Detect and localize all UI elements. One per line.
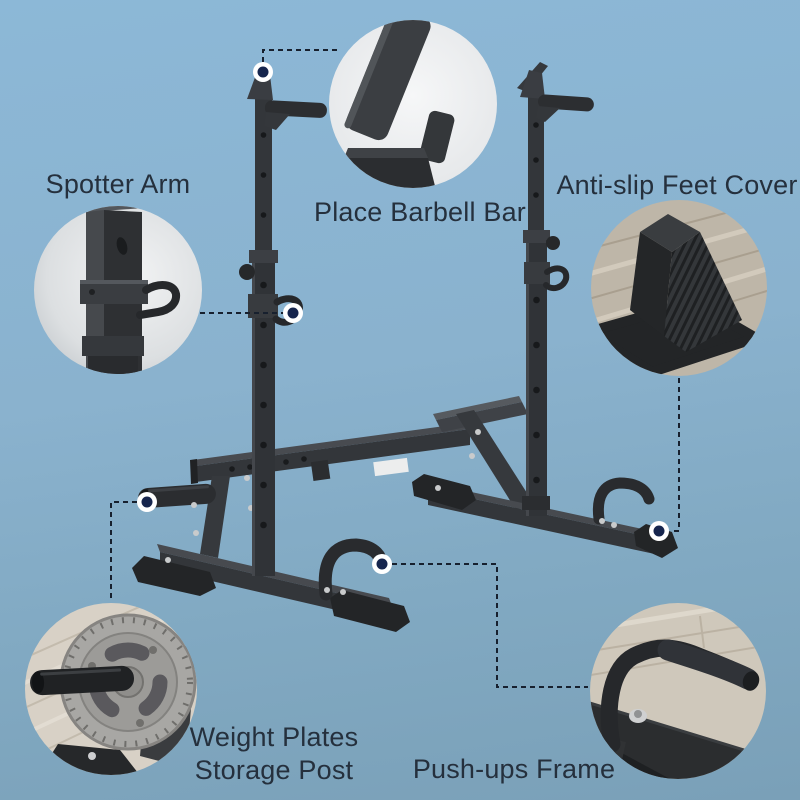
left-upright xyxy=(239,72,327,576)
callout-line-push-ups-frame xyxy=(383,563,588,688)
detail-circle-place-barbell-bar xyxy=(329,20,497,188)
callout-connectors xyxy=(110,49,680,688)
callout-dot-anti-slip-feet-cover xyxy=(649,521,669,541)
label-text: Push-ups Frame xyxy=(412,754,616,784)
right-spotter-hook xyxy=(543,265,570,292)
callout-dot-place-barbell-bar xyxy=(253,62,273,82)
callout-dot-push-ups-frame xyxy=(372,554,392,574)
detail-circle-weight-plates-storage-post xyxy=(25,603,197,775)
callout-line-anti-slip-feet-cover xyxy=(670,378,680,532)
callout-label-weight-plates-storage-post: Weight Plates Storage Post xyxy=(174,721,374,787)
callout-label-spotter-arm: Spotter Arm xyxy=(0,168,240,201)
callout-label-anti-slip-feet-cover: Anti-slip Feet Cover xyxy=(547,169,800,202)
right-upright xyxy=(517,62,594,516)
right-adjustment-knob xyxy=(546,236,560,250)
label-text: Weight Plates xyxy=(189,722,359,752)
rear-push-up-handle xyxy=(592,477,655,525)
callout-line-weight-plates-storage-post xyxy=(110,501,146,600)
detail-circle-anti-slip-feet-cover xyxy=(591,200,767,376)
detail-circle-push-ups-frame xyxy=(590,603,766,779)
callout-line-place-barbell-bar xyxy=(262,49,338,71)
squat-rack xyxy=(132,62,678,632)
right-stand-base xyxy=(412,396,678,558)
callout-dot-spotter-arm xyxy=(283,303,303,323)
crossbar-label-sticker xyxy=(373,457,409,477)
label-text: Spotter Arm xyxy=(45,169,191,199)
callout-label-push-ups-frame: Push-ups Frame xyxy=(404,753,624,786)
storage-post-detail xyxy=(30,665,134,696)
label-text: Place Barbell Bar xyxy=(313,197,526,227)
callout-label-place-barbell-bar: Place Barbell Bar xyxy=(310,196,530,229)
callout-dot-weight-plates-storage-post xyxy=(137,492,157,512)
label-text: Anti-slip Feet Cover xyxy=(556,170,798,200)
rack-crossbar xyxy=(190,423,470,484)
spotter-hook-detail xyxy=(136,281,181,319)
detail-circle-spotter-arm xyxy=(34,206,202,374)
label-text: Storage Post xyxy=(194,755,354,785)
right-barbell-rest xyxy=(537,94,594,112)
left-adjustment-knob xyxy=(239,264,255,280)
